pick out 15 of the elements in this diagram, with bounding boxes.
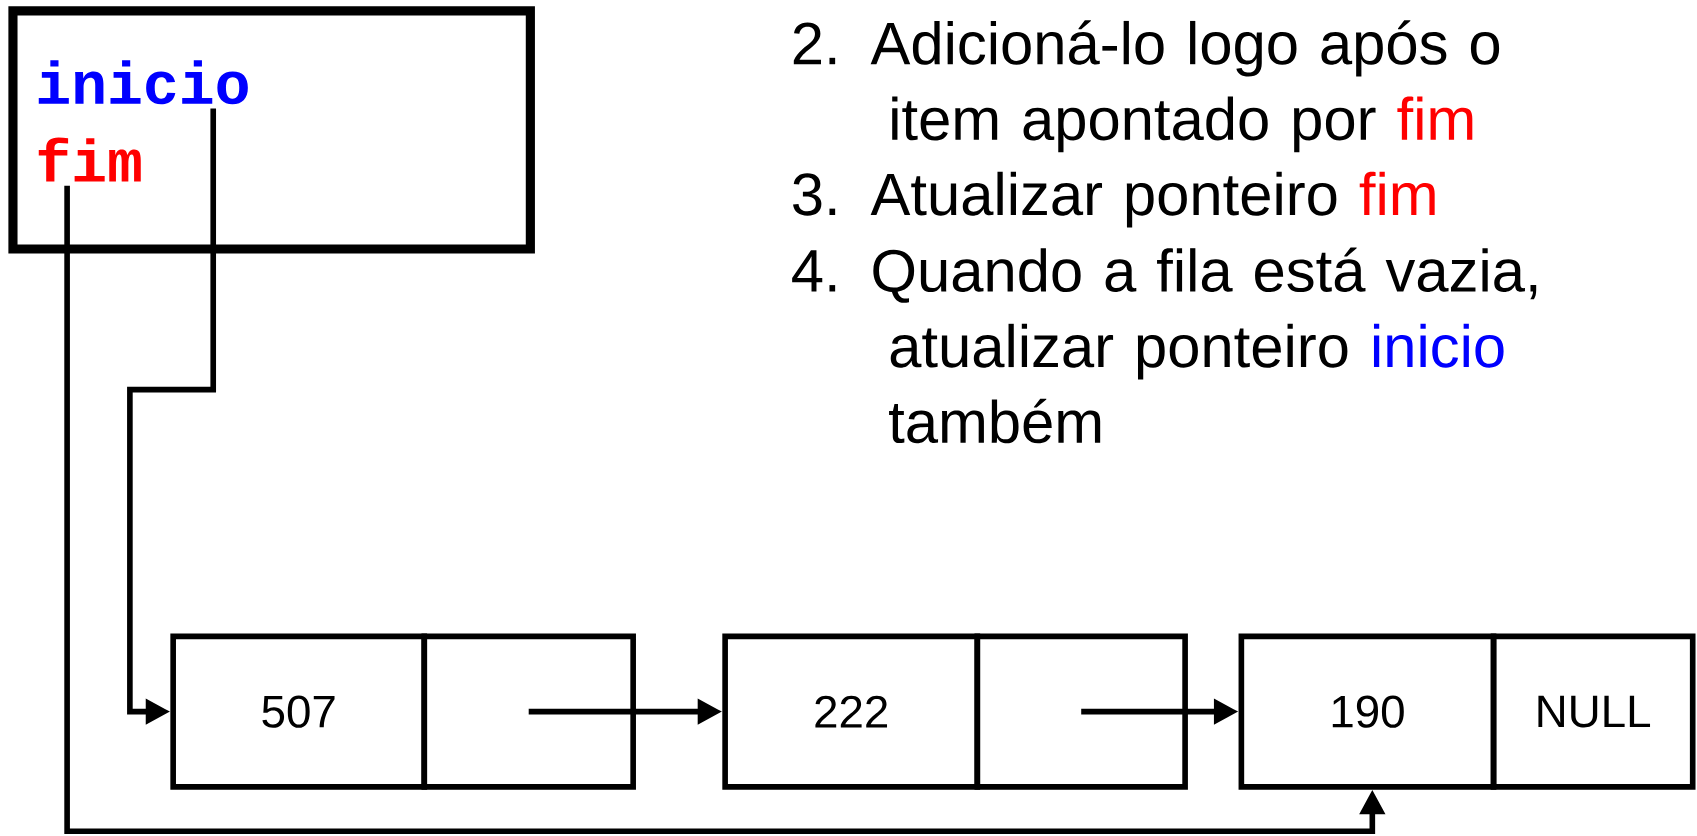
label: também: [889, 398, 1101, 444]
list-item: 3. Atualizar ponteiro fim: [793, 172, 1435, 228]
list-cell: 190: [1238, 633, 1497, 790]
list-cell: NULL: [1490, 633, 1696, 790]
pointer-cell: [974, 633, 1188, 790]
pointer-box: [8, 6, 535, 254]
pointer-name: fim: [38, 137, 141, 182]
label: inicio: [1373, 324, 1504, 368]
label: atualizar ponteiro: [890, 324, 1348, 380]
list-cell: 507: [170, 633, 428, 790]
list-item: 4. Quando a fila está vazia, atualizar ponteiro inicio também: [792, 247, 1537, 444]
pointer-name: inicio: [38, 60, 248, 105]
pointer-cell: [421, 633, 636, 790]
list-cell: 222: [722, 633, 981, 790]
label: 4. Quando a fila está vazia,: [792, 247, 1537, 304]
